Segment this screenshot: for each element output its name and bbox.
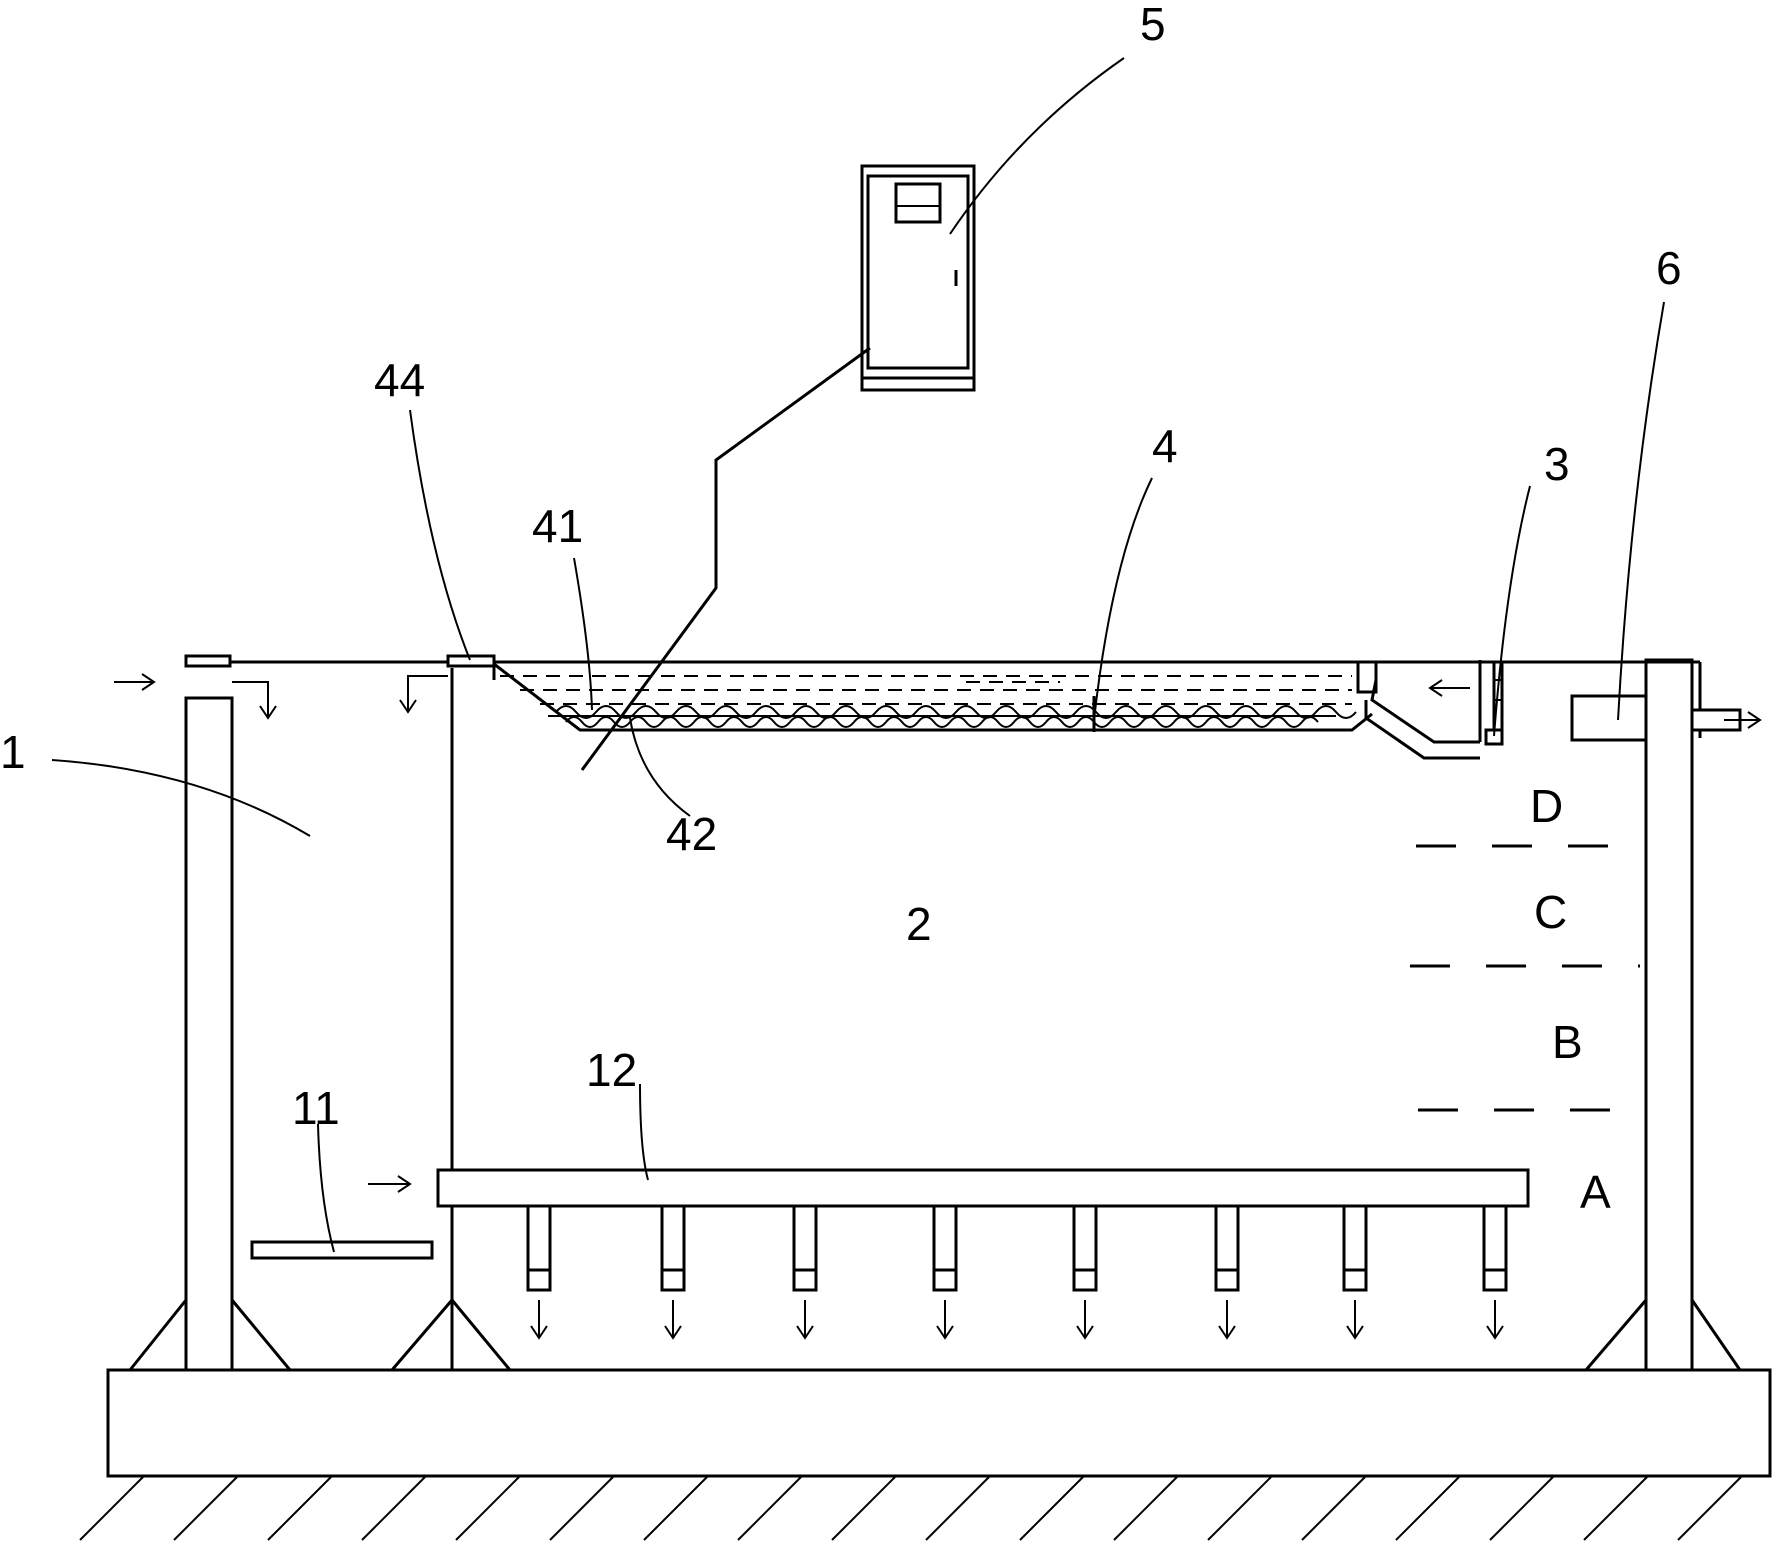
baffle-plate [250, 1240, 434, 1260]
label-42: 42 [666, 808, 717, 860]
pipe-inlet-arrow [368, 1175, 412, 1193]
zone-label-c: C [1534, 886, 1567, 938]
zone-label-a: A [1580, 1166, 1611, 1218]
nozzle [932, 1204, 958, 1340]
nozzle [1214, 1204, 1240, 1340]
floating-media-tray [492, 662, 1373, 732]
zone-label-d: D [1530, 780, 1563, 832]
nozzle [1482, 1204, 1508, 1340]
outlet-box [1570, 694, 1762, 742]
leader-lines [51, 57, 1665, 1253]
wall-supports [128, 1295, 1742, 1371]
distribution-pipe [436, 1168, 1530, 1208]
control-cable [580, 346, 871, 771]
foundation-slab [106, 1368, 1772, 1478]
nozzle [1342, 1204, 1368, 1340]
inlet-weir [114, 654, 496, 720]
outlet-trough [1356, 660, 1482, 760]
right-outer-wall [1644, 658, 1694, 1372]
water-surface [500, 675, 1352, 705]
label-5: 5 [1140, 0, 1166, 50]
control-cabinet [860, 164, 976, 392]
nozzle [526, 1204, 552, 1340]
nozzle [1072, 1204, 1098, 1340]
left-outer-wall [184, 696, 234, 1372]
ground-hatching [79, 1475, 1743, 1541]
label-41: 41 [532, 500, 583, 552]
label-4: 4 [1152, 420, 1178, 472]
zone-label-b: B [1552, 1016, 1583, 1068]
label-44: 44 [374, 354, 425, 406]
label-12: 12 [586, 1044, 637, 1096]
label-11: 11 [292, 1082, 340, 1134]
label-3: 3 [1544, 438, 1570, 490]
filter-media [548, 696, 1357, 732]
nozzle [660, 1204, 686, 1340]
label-1: 1 [0, 726, 26, 778]
label-6: 6 [1656, 242, 1682, 294]
nozzle [792, 1204, 818, 1340]
nozzle-array [526, 1204, 1508, 1340]
label-2: 2 [906, 898, 932, 950]
